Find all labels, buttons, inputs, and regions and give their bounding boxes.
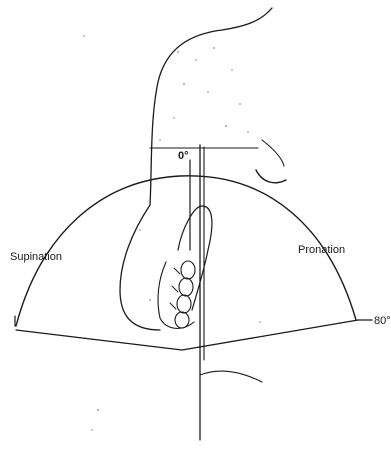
- upper-arm-outline: [150, 8, 272, 205]
- pronation-endpoint-line: [182, 320, 358, 350]
- knuckle-2: [179, 278, 193, 296]
- pronation-label: Pronation: [298, 244, 345, 256]
- knuckle-1: [181, 261, 195, 279]
- thumb-outline: [178, 206, 212, 310]
- elbow-contour: [256, 170, 286, 183]
- finger-crease-1: [174, 268, 180, 274]
- shoulder-contour: [262, 140, 284, 166]
- supination-endpoint-line: [16, 330, 182, 350]
- finger-crease-2: [172, 286, 178, 292]
- knuckle-3: [177, 295, 191, 313]
- lower-limb-line: [200, 371, 262, 382]
- finger-crease-3: [170, 303, 176, 309]
- scan-noise: [83, 35, 261, 431]
- supination-label: Supination: [10, 251, 62, 263]
- zero-degree-label: 0°: [178, 150, 189, 162]
- forearm-outline: [120, 205, 160, 330]
- eighty-degree-label: 80°: [374, 315, 391, 327]
- knuckle-4: [175, 312, 189, 328]
